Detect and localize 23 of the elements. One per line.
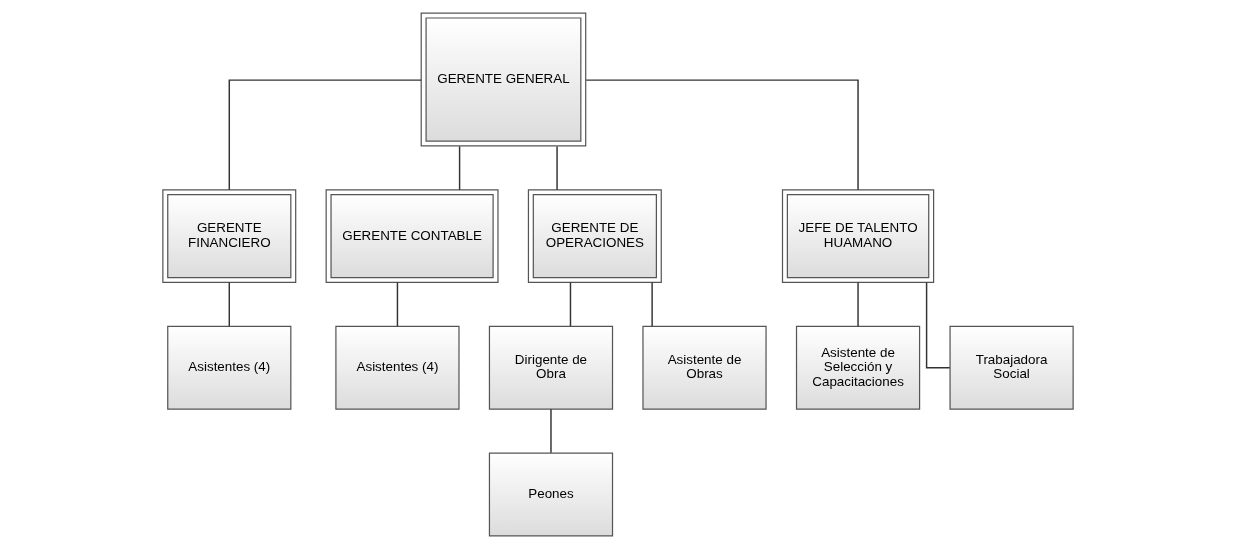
node-box: GERENTE FINANCIERO <box>162 189 297 284</box>
connector <box>857 281 859 327</box>
connector <box>228 281 230 327</box>
connector <box>925 281 951 369</box>
connector <box>458 145 461 191</box>
connector <box>556 145 558 191</box>
connector <box>569 281 572 327</box>
node-box: Asistentes (4) <box>335 325 460 410</box>
node-box: JEFE DE TALENTO HUAMANO <box>781 189 935 284</box>
connector <box>651 281 653 327</box>
connector <box>396 281 399 327</box>
node-box: Asistentes (4) <box>167 325 292 410</box>
node-box: Peones <box>488 452 614 537</box>
node-box: Trabajadora Social <box>949 325 1074 410</box>
node-box: GERENTE CONTABLE <box>325 189 499 284</box>
node-box: Asistente de Obras <box>642 325 767 410</box>
node-box: GERENTE GENERAL <box>420 12 587 147</box>
connector <box>228 79 422 191</box>
node-box: Dirigente de Obra <box>488 325 614 410</box>
node-box: GERENTE DE OPERACIONES <box>527 189 662 284</box>
connector <box>585 79 859 191</box>
connector <box>550 408 552 454</box>
node-box: Asistente de Selección y Capacitaciones <box>795 325 921 410</box>
